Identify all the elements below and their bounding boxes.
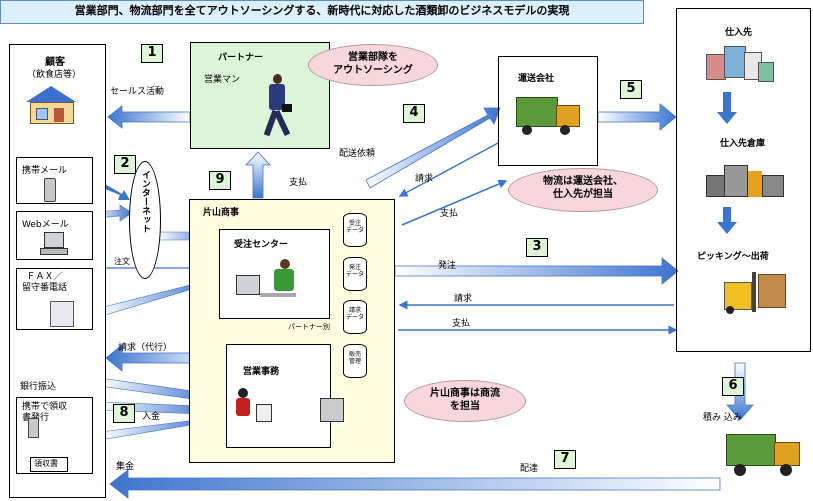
step-1: 1 — [141, 44, 163, 63]
step-4: 4 — [403, 104, 425, 123]
label-sales-activity: セールス活動 — [110, 87, 165, 97]
restaurant-icon — [22, 86, 80, 126]
partner-box — [190, 42, 330, 149]
arrow-payment-transport — [401, 179, 508, 226]
arrow-sales-activity — [107, 105, 191, 129]
arrow-delivery-request — [365, 107, 501, 189]
db-order-data: 受注 データ — [343, 213, 367, 247]
web-mail-box — [16, 211, 93, 260]
label-billing-transport: 請求 — [415, 174, 434, 184]
db-sales-mgmt: 販売 管理 — [343, 344, 367, 378]
label-cash: 集金 — [116, 462, 135, 472]
mobile-phone-icon-2 — [28, 418, 39, 438]
supplier-column — [676, 8, 811, 352]
arrow-delivery — [109, 469, 721, 499]
step-6: 6 — [722, 377, 744, 396]
db-purchase-data: 発注 データ — [343, 257, 367, 291]
fax-machine-icon — [50, 301, 74, 327]
mobile-mail-label: 携帯メール — [22, 166, 68, 176]
sales-office-label: 営業事務 — [243, 367, 280, 377]
salesman-icon — [260, 74, 294, 142]
delivery-truck-icon — [726, 430, 806, 480]
arrow-payment-partner — [245, 151, 271, 199]
order-center-label: 受注センター — [234, 240, 289, 250]
fax-box — [16, 268, 93, 330]
label-payment-transport: 支払 — [440, 209, 459, 219]
label-billing-supplier: 請求 — [454, 294, 473, 304]
supplier-warehouse-label: 仕入先倉庫 — [720, 139, 766, 149]
label-payment-supplier: 支払 — [452, 319, 471, 329]
label-bank-transfer: 銀行振込 — [20, 382, 57, 392]
label-loading: 積み 込み — [703, 413, 742, 423]
label-order: 発注 — [438, 261, 457, 271]
web-mail-label: Webメール — [22, 220, 69, 230]
arrow-order — [394, 257, 679, 285]
step-5: 5 — [620, 80, 642, 99]
label-delivery: 配達 — [520, 464, 539, 474]
transport-title: 運送会社 — [518, 74, 555, 84]
step-8: 8 — [113, 404, 135, 423]
mobile-mail-box — [16, 157, 93, 204]
label-deposit: 入金 — [142, 412, 161, 422]
truck-icon — [516, 95, 582, 137]
customer-title: 顧客 — [45, 57, 65, 68]
fax-label: ＦＡＸ／ 留守番電話 — [22, 272, 68, 293]
keyboard-icon — [40, 248, 68, 255]
label-delivery-request: 配送依頼 — [339, 149, 376, 159]
receipt-label: 領収書 — [34, 459, 58, 468]
arrow-billing-transport — [398, 142, 499, 197]
page-title: 営業部門、物流部門を全てアウトソーシングする、新時代に対応した酒類卸のビジネスモ… — [0, 0, 644, 24]
receipt-doc — [30, 457, 68, 472]
step-2: 2 — [114, 155, 136, 174]
mobile-phone-icon — [44, 178, 56, 202]
internet-label: インターネット — [140, 170, 150, 233]
cloud-logistics: 物流は運送会社、 仕入先が担当 — [508, 168, 658, 212]
katayama-title: 片山商事 — [203, 208, 240, 218]
operator-icon — [236, 255, 300, 311]
arrow-transport-supplier — [597, 103, 677, 131]
internet-oval — [129, 161, 161, 279]
partner-title: パートナー — [218, 53, 264, 63]
label-payment-partner: 支払 — [289, 178, 308, 188]
step-3: 3 — [526, 238, 548, 257]
partner-role: 営業マン — [204, 75, 241, 85]
goods-icon — [706, 42, 776, 88]
db-billing-data: 請求 データ — [343, 300, 367, 334]
supplier-title: 仕入先 — [725, 28, 753, 38]
office-worker-icon — [236, 384, 344, 442]
step-9: 9 — [209, 171, 231, 190]
picking-label: ピッキング～出荷 — [697, 252, 769, 262]
label-order-flow: 注文 — [114, 257, 130, 266]
customer-subtitle: （飲食店等） — [27, 70, 82, 80]
label-billing-agent: 請求（代行） — [118, 343, 173, 353]
cloud-commerce: 片山商事は商流 を担当 — [404, 380, 526, 422]
transport-box — [498, 56, 598, 166]
partner-note: パートナー別 — [288, 323, 330, 331]
mobile-receipt-box — [16, 397, 93, 474]
cloud-outsourcing: 営業部隊を アウトソーシング — [308, 44, 438, 86]
computer-icon — [44, 232, 64, 248]
warehouse-icon — [706, 155, 786, 203]
step-7: 7 — [554, 450, 576, 469]
forklift-icon — [722, 266, 788, 314]
